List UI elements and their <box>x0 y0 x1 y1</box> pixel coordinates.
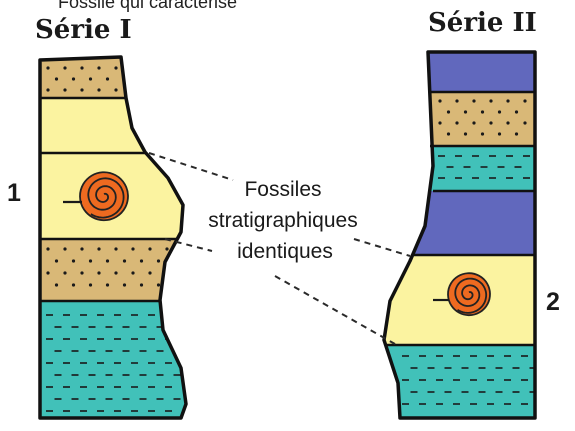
sandstone-dot <box>472 99 475 102</box>
sandstone-dot <box>80 66 83 69</box>
sandstone-dot <box>523 121 526 124</box>
sandstone-dot <box>106 283 109 286</box>
sandstone-dot <box>438 99 441 102</box>
sandstone-dot <box>123 283 126 286</box>
fossil-label-2: 2 <box>546 288 560 316</box>
sandstone-dot <box>46 88 49 91</box>
sandstone-dot <box>447 110 450 113</box>
sandstone-dot <box>80 247 83 250</box>
sandstone-dot <box>89 77 92 80</box>
fossil-label-1: 1 <box>7 179 21 207</box>
sandstone-dot <box>55 283 58 286</box>
sandstone-dot <box>515 110 518 113</box>
sandstone-dot <box>46 247 49 250</box>
sandstone-dot <box>106 77 109 80</box>
sandstone-dot <box>165 271 168 274</box>
sandstone-dot <box>515 132 518 135</box>
sandstone-dot <box>464 132 467 135</box>
sandstone-dot <box>106 259 109 262</box>
sandstone-dot <box>46 271 49 274</box>
clay-layer-top <box>380 40 550 92</box>
sandstone-dot <box>148 247 151 250</box>
sandstone-dot <box>72 77 75 80</box>
sandstone-dot <box>481 132 484 135</box>
annotation-identical-fossils: Fossiles stratigraphiques identiques <box>208 178 357 263</box>
annotation-line-3: identiques <box>237 240 333 263</box>
series-2-title: Série II <box>428 8 537 38</box>
sandstone-dot <box>55 77 58 80</box>
marl-layer <box>380 146 550 191</box>
sandstone-dot <box>438 121 441 124</box>
sandstone-dot <box>455 99 458 102</box>
sandstone-dot <box>498 132 501 135</box>
annotation-line-1: Fossiles <box>244 178 321 201</box>
sandstone-dot <box>506 121 509 124</box>
sandstone-dot <box>140 283 143 286</box>
sandstone-dot <box>97 88 100 91</box>
sandstone-dot <box>498 110 501 113</box>
sandstone-dot <box>114 271 117 274</box>
sandstone-dot <box>157 283 160 286</box>
sandstone-dot <box>63 247 66 250</box>
sandstone-dot <box>481 110 484 113</box>
sandstone-dot <box>63 88 66 91</box>
sandstone-dot <box>80 88 83 91</box>
sandstone-dot <box>165 247 168 250</box>
sandstone-dot <box>506 99 509 102</box>
sandstone-dot <box>140 259 143 262</box>
sandstone-dot <box>89 283 92 286</box>
sandstone-dot <box>80 271 83 274</box>
sandstone-dot <box>46 66 49 69</box>
sandstone-dot <box>464 110 467 113</box>
sandstone-dot <box>89 259 92 262</box>
sandstone-dot <box>489 121 492 124</box>
sandstone-dot <box>72 259 75 262</box>
series-1-title: Série I <box>35 15 132 45</box>
sandstone-dot <box>63 66 66 69</box>
sandstone-dot <box>123 259 126 262</box>
sandstone-dot <box>55 259 58 262</box>
header-text-fragment: Fossile qui caractérise <box>58 0 237 12</box>
sandstone-dot <box>114 247 117 250</box>
sandstone-dot <box>131 247 134 250</box>
sandstone-dot <box>472 121 475 124</box>
sandstone-dot <box>97 247 100 250</box>
sandstone-dot <box>148 271 151 274</box>
sandstone-dot <box>72 283 75 286</box>
sandstone-dot <box>523 99 526 102</box>
sandstone-dot <box>97 66 100 69</box>
column-serie-2 <box>380 40 550 431</box>
sandstone-dot <box>63 271 66 274</box>
sandstone-dot <box>447 132 450 135</box>
sandstone-dot <box>114 88 117 91</box>
clay-layer <box>380 191 550 255</box>
sandstone-dot <box>157 259 160 262</box>
sandstone-dot <box>114 66 117 69</box>
sandstone-dot <box>455 121 458 124</box>
sandstone-dot <box>97 271 100 274</box>
annotation-line-2: stratigraphiques <box>208 209 357 232</box>
sandstone-dot <box>489 99 492 102</box>
sandstone-dot <box>131 271 134 274</box>
